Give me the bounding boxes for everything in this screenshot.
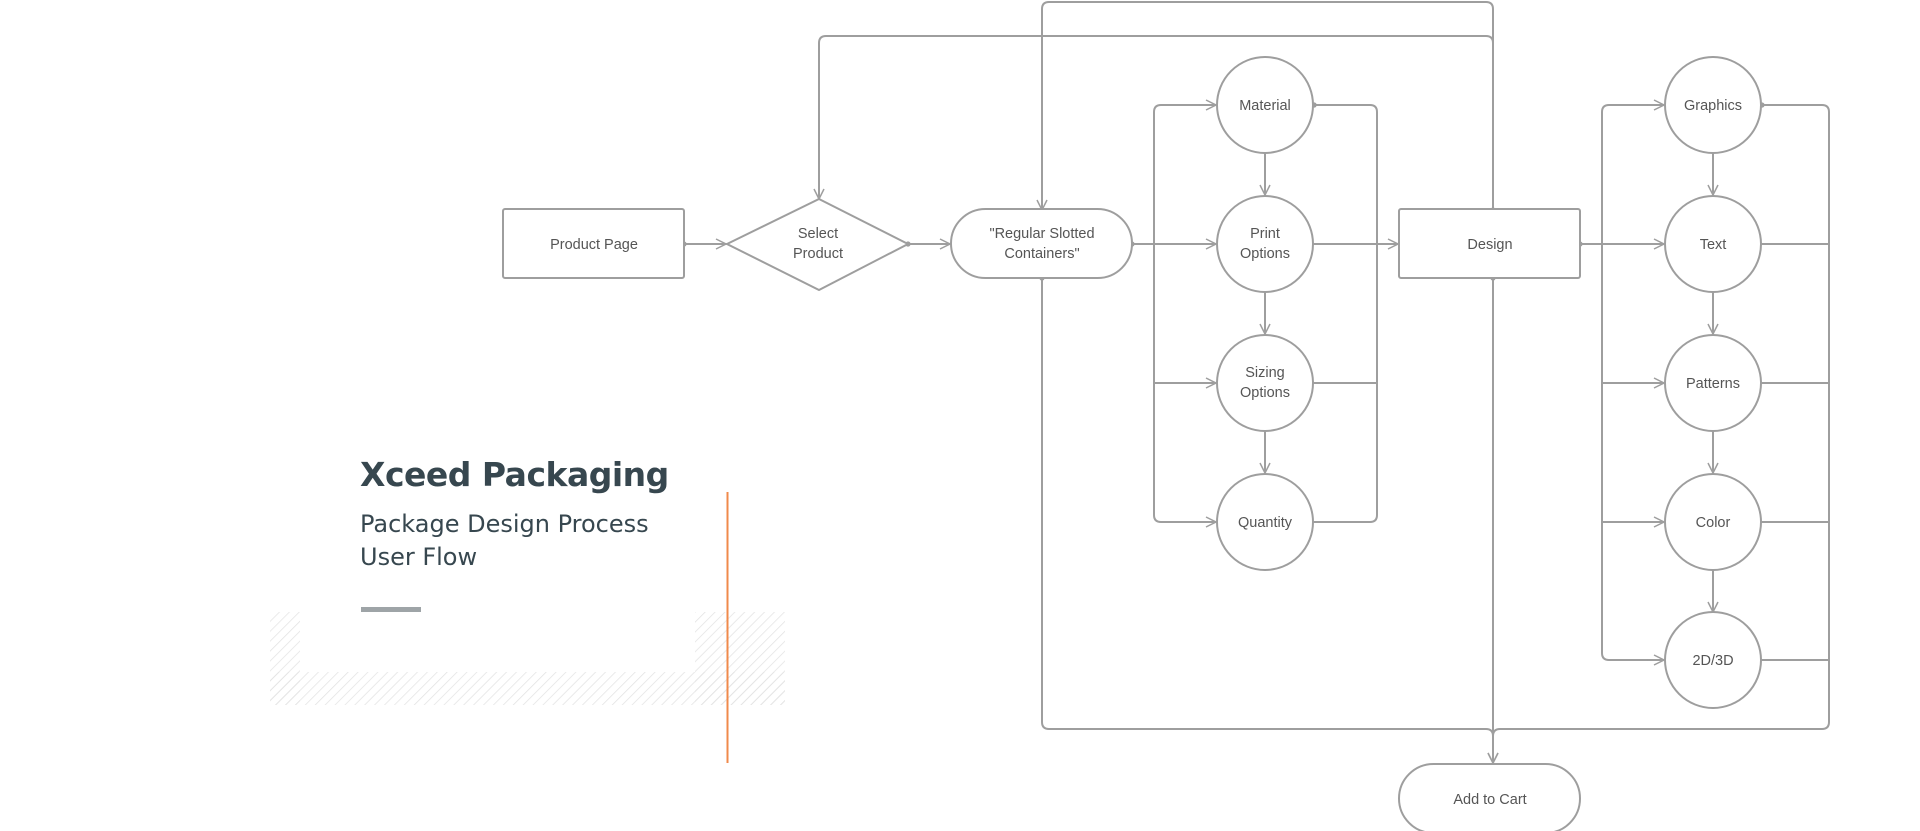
page-subtitle: Package Design Process User Flow — [360, 508, 720, 574]
node-rsc-label-2: Containers" — [1004, 246, 1079, 262]
node-patterns[interactable]: Patterns — [1664, 334, 1762, 432]
node-rsc-label-1: "Regular Slotted — [989, 226, 1094, 242]
node-add-to-cart-label: Add to Cart — [1453, 792, 1526, 808]
node-sizing-label-1: Sizing — [1245, 365, 1285, 381]
node-quantity-label: Quantity — [1238, 515, 1293, 531]
node-quantity[interactable]: Quantity — [1216, 473, 1314, 571]
title-block: Xceed Packaging Package Design Process U… — [360, 455, 720, 574]
node-select-product-label-1: Select — [798, 226, 838, 242]
node-text-label: Text — [1700, 237, 1727, 253]
node-print-label-2: Options — [1240, 246, 1290, 262]
node-design[interactable]: Design — [1398, 208, 1581, 279]
nodes: Product Page Select Product "Regular Slo… — [502, 56, 1762, 831]
node-regular-slotted-containers[interactable]: "Regular Slotted Containers" — [950, 208, 1133, 279]
node-color[interactable]: Color — [1664, 473, 1762, 571]
node-design-label: Design — [1467, 237, 1512, 253]
connector-subs-merge — [1492, 105, 1830, 764]
subtitle-line-2: User Flow — [360, 543, 478, 571]
connector-rsc-to-options — [1132, 104, 1217, 523]
node-add-to-cart[interactable]: Add to Cart — [1398, 763, 1581, 831]
node-material[interactable]: Material — [1216, 56, 1314, 154]
node-2d-3d-label: 2D/3D — [1692, 653, 1733, 669]
node-color-label: Color — [1696, 515, 1731, 531]
subtitle-line-1: Package Design Process — [360, 510, 649, 538]
node-select-product-label-2: Product — [793, 246, 843, 262]
node-graphics[interactable]: Graphics — [1664, 56, 1762, 154]
node-select-product[interactable]: Select Product — [724, 197, 911, 292]
node-2d-3d[interactable]: 2D/3D — [1664, 611, 1762, 709]
node-patterns-label: Patterns — [1686, 376, 1740, 392]
node-material-label: Material — [1239, 98, 1291, 114]
node-print-label-1: Print — [1250, 226, 1280, 242]
node-print-options[interactable]: Print Options — [1216, 195, 1314, 293]
connector-design-loop-to-rsc — [1042, 1, 1493, 210]
node-graphics-label: Graphics — [1684, 98, 1742, 114]
connector-design-loop-to-select — [819, 35, 1494, 211]
node-product-page[interactable]: Product Page — [502, 208, 685, 279]
connector-design-to-subs — [1580, 104, 1665, 661]
node-sizing-options[interactable]: Sizing Options — [1216, 334, 1314, 432]
title-underline — [361, 607, 421, 612]
node-text[interactable]: Text — [1664, 195, 1762, 293]
node-product-page-label: Product Page — [550, 237, 638, 253]
connector-options-to-design — [1314, 105, 1378, 523]
hatched-decoration — [270, 612, 785, 705]
page-title: Xceed Packaging — [360, 455, 669, 494]
node-sizing-label-2: Options — [1240, 385, 1290, 401]
